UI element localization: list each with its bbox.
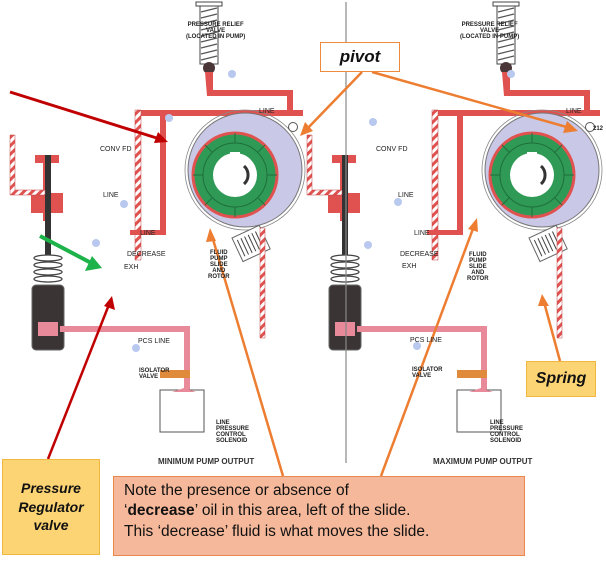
- label-line: (LOCATED IN PUMP): [186, 34, 246, 40]
- marker-3-left: [120, 200, 128, 208]
- marker-1-right: [507, 70, 515, 78]
- spring-callout: Spring: [526, 361, 596, 397]
- label-line: PUMP: [469, 258, 487, 264]
- note-line-1: Note the presence or absence of: [124, 482, 349, 499]
- label-line: CONTROL: [216, 432, 246, 438]
- note-arrow-left: [210, 235, 285, 477]
- note-line-3: This ‘decrease’ fluid is what moves the …: [124, 522, 430, 540]
- line-upper-label-right: LINE: [398, 192, 414, 199]
- green-arrow-head-icon: [85, 256, 102, 271]
- note-line-2-rest: oil in this area, left of the slide.: [197, 502, 411, 520]
- prv-red-arrow-line: [46, 301, 112, 460]
- marker-5-right: [413, 342, 421, 350]
- label-line: VALVE: [139, 374, 159, 380]
- pivot-callout: pivot: [320, 42, 400, 72]
- label-line: (LOCATED IN PUMP): [460, 34, 520, 40]
- marker-2a-right: [364, 241, 372, 249]
- marker-5-left: [132, 344, 140, 352]
- marker-2-left: [165, 114, 173, 122]
- marker-1-left: [228, 70, 236, 78]
- label-line: PUMP: [210, 256, 228, 262]
- label-line: SLIDE: [209, 262, 228, 268]
- blue-markers: [92, 70, 515, 352]
- quote-close: ’: [194, 502, 198, 520]
- label-line: PRESSURE: [490, 426, 524, 432]
- green-arrow-line: [39, 234, 96, 267]
- label-line: FLUID: [468, 252, 487, 258]
- isolator-valve-label-left: ISOLATOR VALVE: [139, 368, 169, 380]
- label-line: AND: [471, 270, 485, 276]
- label-line: VALVE: [412, 373, 432, 379]
- decrease-label-left: DECREASE: [127, 251, 166, 258]
- right-panel-title: MAXIMUM PUMP OUTPUT: [433, 457, 533, 466]
- label-line: VALVE: [480, 28, 500, 34]
- note-arrow-right: [379, 225, 476, 477]
- relief-valve-label-left: PRESSURE RELIEF VALVE (LOCATED IN PUMP): [186, 22, 245, 40]
- marker-3-right: [394, 198, 402, 206]
- conv-fd-label-left: CONV FD: [100, 146, 132, 153]
- prv-red-arrow-head-icon: [104, 296, 115, 310]
- label-line: SLIDE: [468, 264, 487, 270]
- exh-label-right: EXH: [402, 263, 417, 270]
- red-arrow-head-icon: [154, 132, 168, 143]
- pivot-arrow-right: [371, 70, 571, 130]
- label-line: PRESSURE RELIEF: [187, 22, 244, 28]
- conv-fd-label-right: CONV FD: [376, 146, 408, 153]
- label-line: SOLENOID: [490, 438, 522, 444]
- pcs-line-label-right: PCS LINE: [410, 337, 442, 344]
- callout-line: Regulator: [18, 498, 84, 515]
- label-line: CONTROL: [490, 432, 520, 438]
- label-line: PRESSURE: [216, 426, 250, 432]
- label-line: ROTOR: [467, 276, 489, 282]
- ref-number-label: 212: [593, 126, 604, 132]
- red-arrow-line-pointer: [9, 90, 164, 142]
- line-main-label-left: LINE: [140, 230, 156, 237]
- decrease-note-callout: Note the presence or absence of ‘decreas…: [113, 476, 525, 556]
- relief-valve-label-right: PRESSURE RELIEF VALVE (LOCATED IN PUMP): [460, 22, 519, 40]
- label-line: LINE: [216, 420, 230, 426]
- note-line-2: ‘decrease’ oil in this area, left of the…: [124, 501, 514, 521]
- marker-2-right: [369, 118, 377, 126]
- pivot-arrow-right-head-icon: [563, 121, 578, 133]
- solenoid-label-left: LINE PRESSURE CONTROL SOLENOID: [216, 420, 249, 444]
- label-line: ISOLATOR: [412, 367, 443, 373]
- pivot-arrow-left-head-icon: [300, 122, 313, 136]
- fluid-pump-label-left: FLUID PUMP SLIDE AND ROTOR: [208, 250, 230, 280]
- pressure-regulator-callout: Pressure Regulator valve: [2, 459, 100, 555]
- note-arrow-left-head-icon: [206, 228, 216, 242]
- callout-line: Pressure: [21, 479, 81, 496]
- spring-arrow: [542, 301, 562, 362]
- fluid-pump-label-right: FLUID PUMP SLIDE AND ROTOR: [467, 252, 489, 282]
- label-line: ISOLATOR: [139, 368, 170, 374]
- spring-arrow-head-icon: [538, 294, 549, 306]
- line-lower-label-left: LINE: [259, 108, 275, 115]
- isolator-valve-label-right: ISOLATOR VALVE: [412, 367, 442, 379]
- label-line: PRESSURE RELIEF: [461, 22, 518, 28]
- note-emphasis: decrease: [127, 502, 195, 520]
- line-lower-label-right: LINE: [566, 108, 582, 115]
- marker-2a-left: [92, 239, 100, 247]
- solenoid-label-right: LINE PRESSURE CONTROL SOLENOID: [490, 420, 523, 444]
- decrease-label-right: DECREASE: [400, 251, 439, 258]
- label-line: ROTOR: [208, 274, 230, 280]
- left-panel-title: MINIMUM PUMP OUTPUT: [158, 457, 255, 466]
- quote-open: ‘: [124, 502, 128, 520]
- label-line: SOLENOID: [216, 438, 248, 444]
- line-upper-label-left: LINE: [103, 192, 119, 199]
- pcs-line-label-left: PCS LINE: [138, 338, 170, 345]
- callout-line: valve: [33, 517, 69, 534]
- label-line: LINE: [490, 420, 504, 426]
- label-line: AND: [212, 268, 226, 274]
- pivot-arrow-left: [305, 71, 363, 131]
- label-line: VALVE: [206, 28, 226, 34]
- exh-label-left: EXH: [124, 264, 139, 271]
- label-line: FLUID: [209, 250, 228, 256]
- note-arrow-right-head-icon: [468, 218, 478, 232]
- line-main-label-right: LINE: [414, 230, 430, 237]
